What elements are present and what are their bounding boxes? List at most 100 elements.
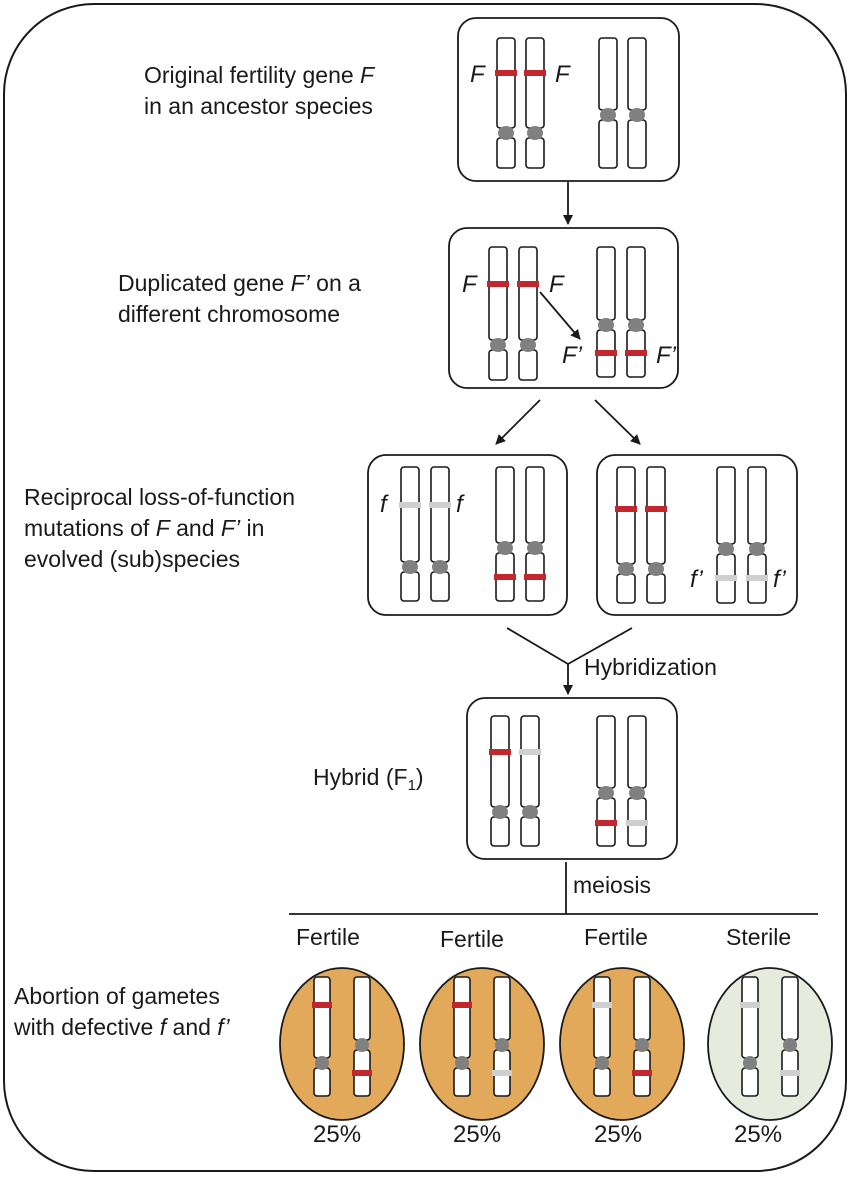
chromosome-arm: [593, 1067, 611, 1097]
panel-species-right: [596, 454, 798, 616]
chromosome-arm: [488, 349, 508, 381]
chromosome: [592, 976, 612, 1097]
gene-band: [524, 574, 546, 580]
chromosome-arm: [525, 37, 545, 129]
chromosome-arm: [596, 246, 616, 321]
chromosome: [627, 37, 647, 169]
gene-band: [489, 749, 511, 755]
chromosome-arm: [781, 976, 799, 1041]
gene-band: [592, 1002, 612, 1008]
chromosome-arm: [520, 715, 540, 808]
gamete-group: [279, 967, 833, 1121]
centromere: [600, 108, 616, 122]
gene-label-f: f: [380, 491, 387, 518]
centromere: [490, 338, 506, 352]
gene-band: [524, 70, 546, 76]
chromosome: [595, 246, 617, 378]
chromosome-arm: [525, 466, 545, 544]
chromosome: [494, 466, 516, 602]
centromere: [749, 542, 765, 556]
gene-band: [626, 820, 648, 826]
chromosome: [489, 715, 511, 847]
gene-label-F: F: [470, 61, 485, 88]
centromere: [520, 338, 536, 352]
gene-band: [780, 1070, 800, 1076]
centromere: [455, 1056, 469, 1070]
chromosome-arm: [496, 37, 516, 129]
chromosome: [626, 715, 648, 847]
centromere: [629, 786, 645, 800]
gene-label-F: F: [462, 271, 477, 298]
chromosome-arm: [627, 715, 647, 789]
gene-band: [715, 575, 737, 581]
label-duplicated: Duplicated gene F’ on a different chromo…: [118, 270, 361, 327]
chromosome-arm: [616, 573, 636, 604]
chromosome-arm: [633, 976, 651, 1041]
centromere: [497, 541, 513, 555]
arrow-duplication: [539, 291, 581, 340]
outcome-percent: 25%: [734, 1121, 783, 1148]
chromosome: [746, 466, 768, 604]
chromosome: [632, 976, 652, 1097]
gene-label-F: F: [555, 61, 570, 88]
gene-band: [595, 350, 617, 356]
gene-band: [645, 506, 667, 512]
label-reciprocal: Reciprocal loss-of-function mutations of…: [24, 484, 296, 572]
chromosome-arm: [626, 246, 646, 321]
arrow-to-species-left: [495, 399, 541, 445]
centromere: [618, 562, 634, 576]
gene-band: [632, 1070, 652, 1076]
chromosome: [595, 715, 617, 847]
gene-band: [595, 820, 617, 826]
chromosome-arm: [430, 571, 450, 602]
gene-band: [517, 281, 539, 287]
chromosome-arm: [495, 466, 515, 544]
chromosome-arm: [400, 571, 420, 602]
label-abortion: Abortion of gametes with defective f and…: [14, 983, 230, 1040]
centromere: [498, 126, 514, 140]
chromosome-arm: [490, 715, 510, 808]
chromosome-arm: [598, 37, 618, 111]
gene-band: [625, 350, 647, 356]
chromosome-arm: [525, 137, 545, 169]
chromosome-arm: [496, 137, 516, 169]
centromere: [527, 126, 543, 140]
chromosome: [598, 37, 618, 169]
arrow-to-species-right: [594, 399, 641, 445]
label-hybrid: Hybrid (F1): [313, 764, 424, 794]
gene-label-F-prime: F’: [656, 342, 676, 369]
chromosome-arm: [490, 816, 510, 847]
gene-band: [452, 1002, 472, 1008]
centromere: [315, 1056, 329, 1070]
panel-duplicated: [448, 227, 679, 389]
outcome-percent: 25%: [594, 1121, 643, 1148]
meiosis-label: meiosis: [573, 872, 651, 898]
gene-band: [429, 502, 451, 508]
chromosome-group: [312, 37, 800, 1097]
centromere: [355, 1038, 369, 1052]
centromere: [432, 560, 448, 574]
chromosome-arm: [518, 349, 538, 381]
outcome-percent: 25%: [313, 1121, 362, 1148]
centromere: [648, 562, 664, 576]
chromosome: [452, 976, 472, 1097]
chromosome: [492, 976, 512, 1097]
chromosome-arm: [593, 976, 611, 1059]
chromosome-arm: [430, 466, 450, 563]
chromosome: [519, 715, 541, 847]
gene-band: [399, 502, 421, 508]
gene-band: [312, 1002, 332, 1008]
chromosome-arm: [453, 976, 471, 1059]
chromosome: [399, 466, 421, 602]
outcome-label: Fertile: [296, 924, 360, 950]
gamete-cell: [707, 967, 833, 1121]
outcome-percent: 25%: [453, 1121, 502, 1148]
centromere: [629, 108, 645, 122]
centromere: [635, 1038, 649, 1052]
gene-label-F: F: [549, 271, 564, 298]
panel-hybrid: [466, 697, 678, 860]
centromere: [492, 805, 508, 819]
chromosome-arm: [518, 246, 538, 341]
chromosome-arm: [716, 466, 736, 545]
